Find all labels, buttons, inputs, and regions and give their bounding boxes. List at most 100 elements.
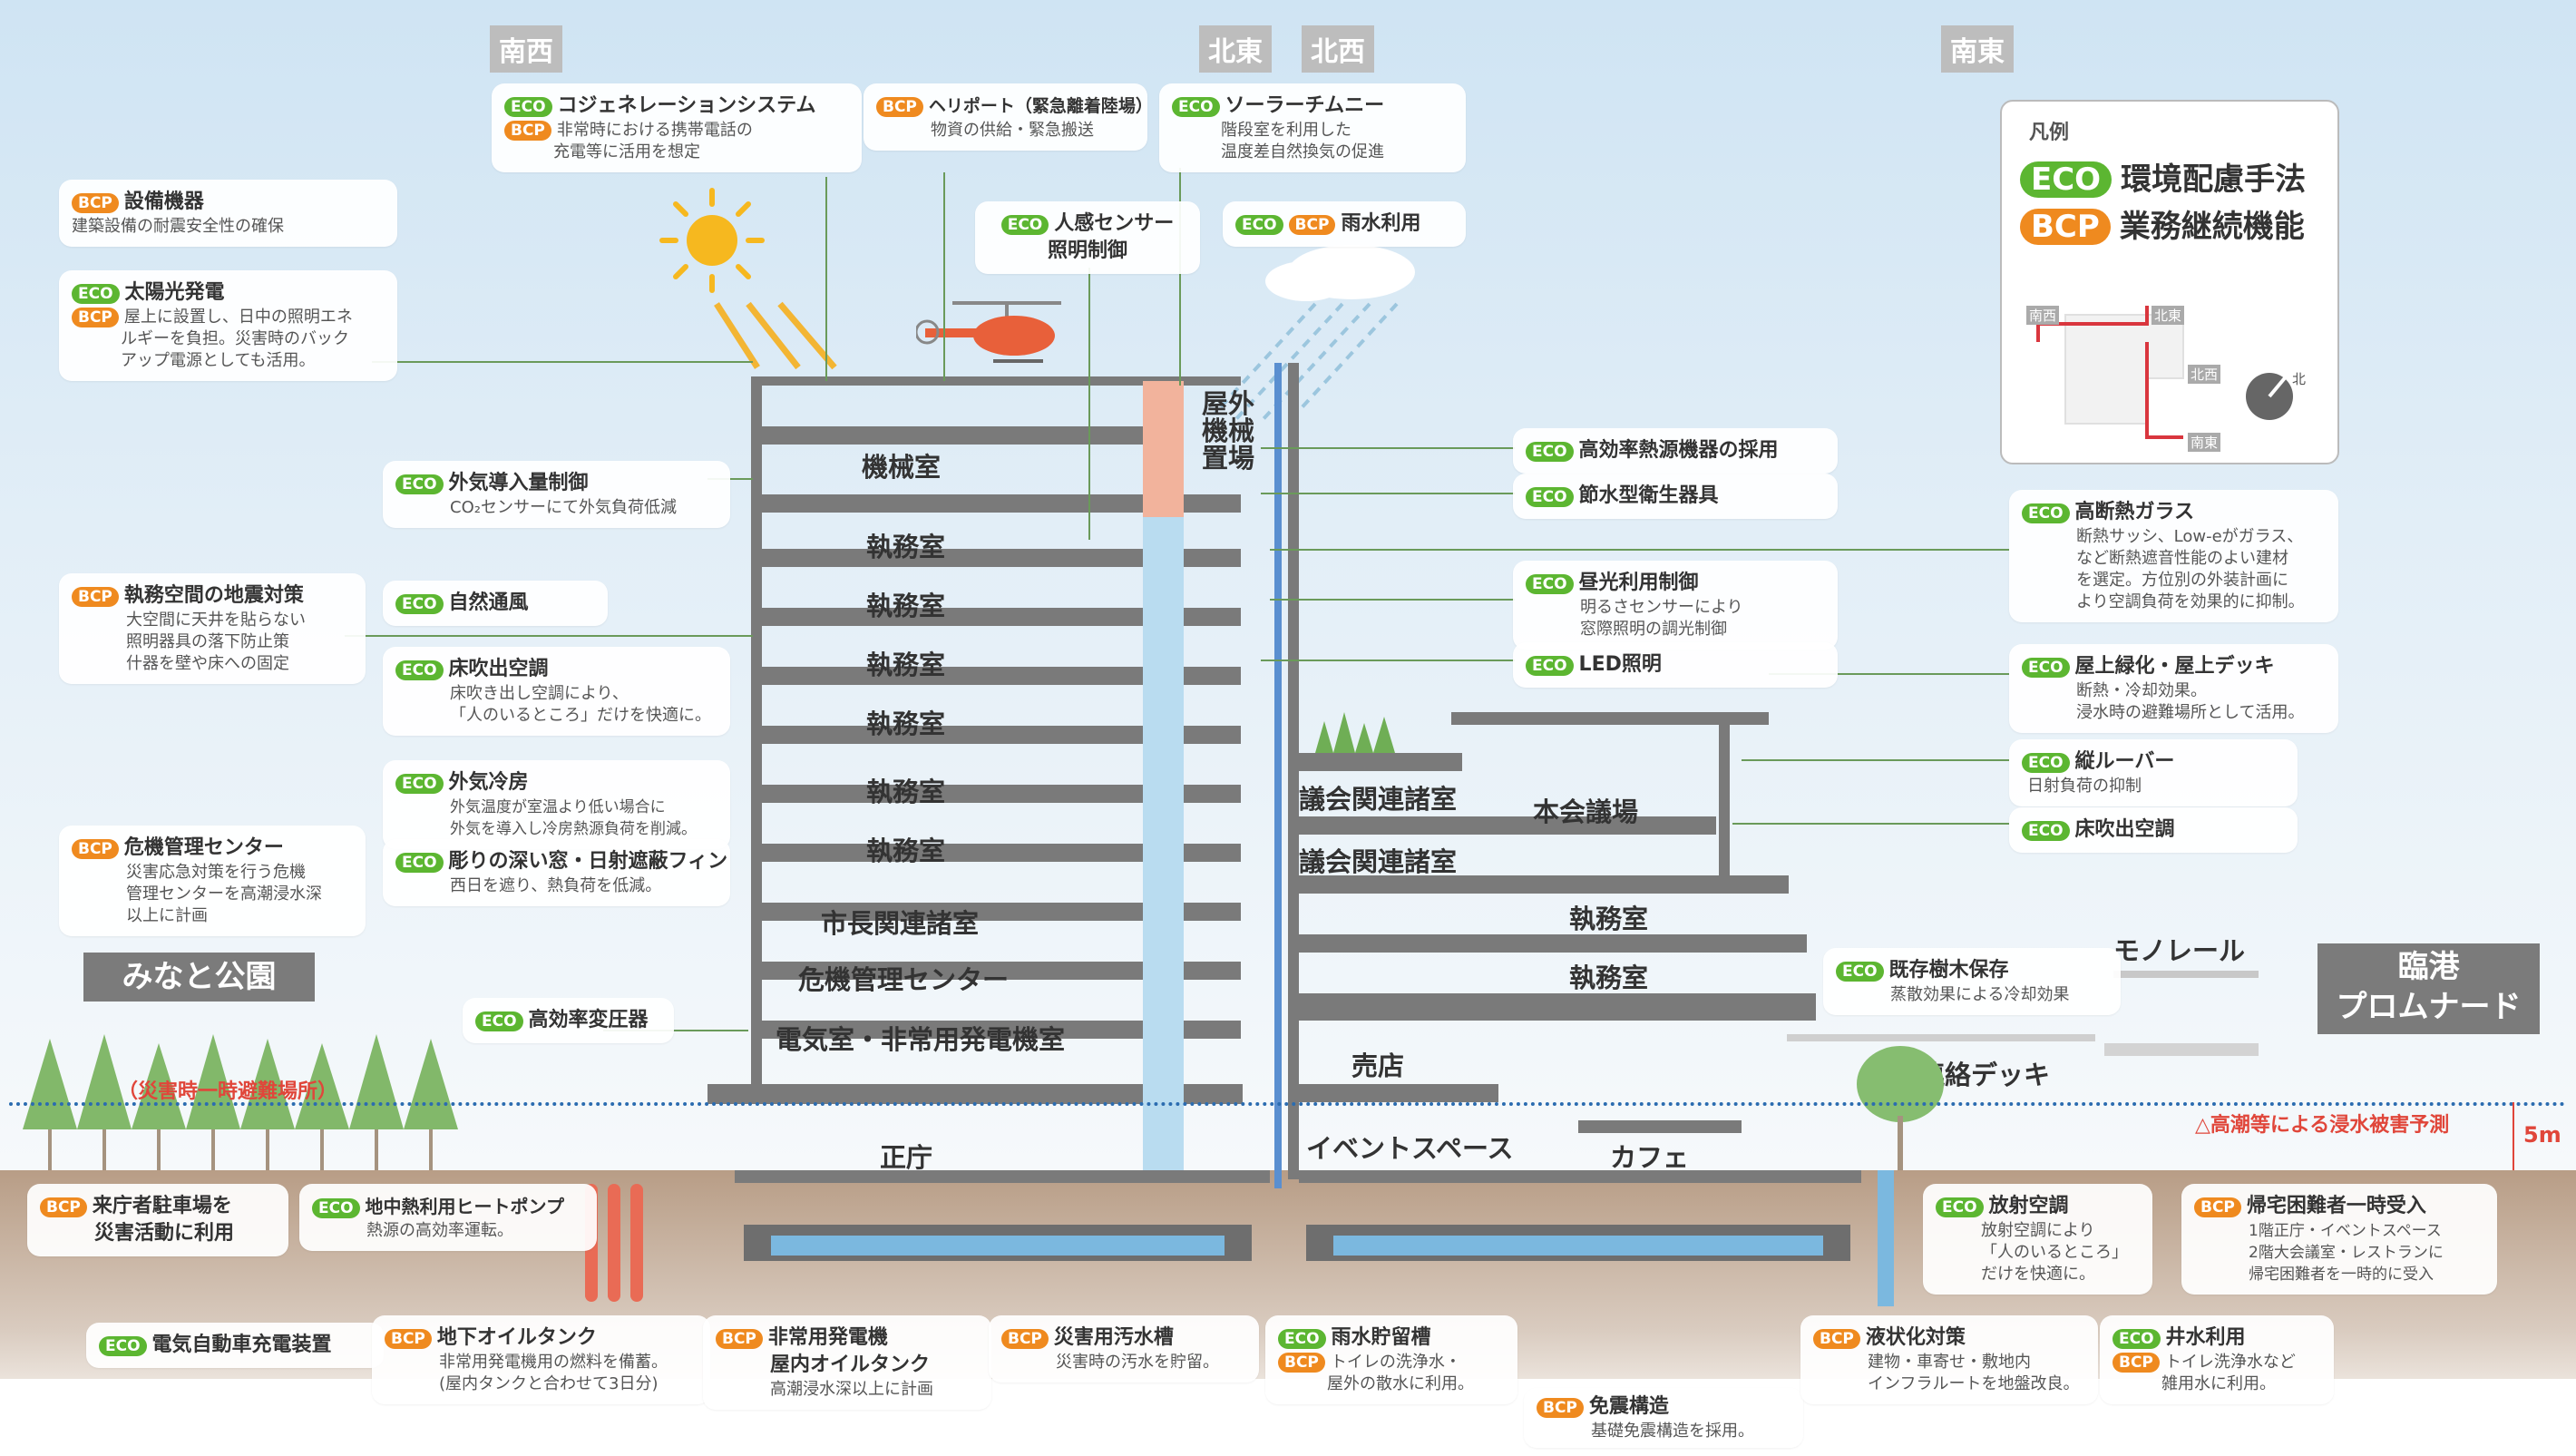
- floor-slab: [751, 1021, 1241, 1039]
- callout-desc: 帰宅困難者を一時的に受入: [2249, 1265, 2434, 1284]
- eco-tag: ECO: [395, 853, 444, 873]
- bcp-tag: BCP: [1537, 1398, 1584, 1418]
- monorail-base: [2104, 1043, 2259, 1056]
- bcp-tag: BCP: [1001, 1329, 1049, 1349]
- room-mayor: 市長関連諸室: [821, 908, 980, 939]
- eco-tag: ECO: [395, 474, 444, 494]
- bcp-tag: BCP: [504, 121, 551, 141]
- callout-desc: トイレの洗浄水・: [1330, 1353, 1461, 1372]
- bcp-tag: BCP: [876, 97, 923, 117]
- floor-slab: [1299, 934, 1807, 953]
- eco-tag: ECO: [504, 97, 552, 117]
- direction-ne-label: 北東: [1199, 25, 1272, 73]
- room-office: 執務室: [866, 777, 946, 807]
- room-assembly: 本会議場: [1533, 796, 1639, 827]
- callout-title: 屋内オイルタンク: [770, 1353, 931, 1376]
- callout-desc: 断熱・冷却効果。: [2076, 681, 2207, 700]
- direction-sw-label: 南西: [490, 25, 562, 73]
- legend-bcp-text: 業務継続機能: [2119, 209, 2305, 245]
- room-office: 執務室: [1569, 904, 1649, 934]
- callout-desc: より空調負荷を効果的に抑制。: [2076, 592, 2305, 611]
- eco-tag: ECO: [1526, 487, 1574, 507]
- floor-slab: [751, 726, 1241, 744]
- callout-desc: 高潮浸水深以上に計画: [770, 1380, 933, 1399]
- room-monorail: モノレール: [2113, 935, 2246, 966]
- room-seicho: 正庁: [880, 1142, 933, 1173]
- callout-desc: 「人のいるところ」: [1981, 1243, 2128, 1262]
- callout-desc: CO₂センサーにて外気負荷低減: [450, 498, 677, 517]
- callout-desc: 蒸散効果による冷却効果: [1890, 985, 2070, 1004]
- callout-title: 帰宅困難者一時受入: [2246, 1195, 2426, 1217]
- deck-beam: [1787, 1034, 2095, 1041]
- callout-desc: 屋外の散水に利用。: [1327, 1374, 1474, 1393]
- floor-slab: [1299, 1170, 1861, 1183]
- callout-desc: 屋上に設置し、日中の照明エネ: [123, 308, 353, 327]
- callout-title: 床吹出空調: [2074, 818, 2175, 841]
- leader-line: [345, 635, 753, 637]
- facade-wall: [1719, 712, 1730, 875]
- place-minato-park: みなと公園: [83, 953, 315, 1002]
- callout-desc: 1階正庁・イベントスペース: [2249, 1222, 2442, 1240]
- room-outdoor-machine-yard: 屋外 機械 置場: [1202, 388, 1255, 474]
- eco-tag: ECO: [1172, 97, 1220, 117]
- floor-slab: [751, 962, 1241, 980]
- eco-tag: ECO: [1526, 656, 1574, 676]
- callout-title: 液状化対策: [1865, 1326, 1966, 1349]
- eco-tag: ECO: [2022, 821, 2070, 841]
- legend-eco-text: 環境配慮手法: [2121, 161, 2307, 198]
- callout-desc: 西日を遮り、熱負荷を低減。: [450, 876, 662, 895]
- floor-slab: [707, 1084, 1243, 1104]
- bcp-tag: BCP: [716, 1329, 763, 1349]
- callout-desc: 外気温度が室温より低い場合に: [450, 798, 666, 816]
- bcp-tag: BCP: [2194, 1197, 2241, 1217]
- callout-title: 彫りの深い窓・日射遮蔽フィン: [448, 850, 728, 873]
- room-shop: 売店: [1351, 1050, 1405, 1081]
- callout-desc: 災害活動に利用: [94, 1222, 235, 1245]
- callout-desc: 災害時の汚水を貯留。: [1056, 1353, 1219, 1372]
- room-cafe: カフェ: [1610, 1142, 1690, 1173]
- leader-line: [603, 1030, 748, 1031]
- sunlight-rays: [714, 301, 837, 370]
- callout-title: 節水型衛生器具: [1578, 484, 1719, 507]
- room-office: 執務室: [866, 650, 946, 680]
- callout-desc: 照明制御: [1047, 239, 1127, 262]
- flood-line: [9, 1102, 2567, 1106]
- callout-desc: 浸水時の避難場所として活用。: [2076, 703, 2305, 722]
- eco-tag: ECO: [475, 1011, 523, 1031]
- callout-desc: 2階大会議室・レストランに: [2249, 1244, 2444, 1262]
- callout-desc: だけを快適に。: [1981, 1265, 2095, 1284]
- legend-title: 凡例: [2029, 122, 2070, 144]
- floor-slab: [1451, 712, 1769, 725]
- callout-title: 災害用汚水槽: [1053, 1326, 1174, 1349]
- roof-slab: [751, 376, 1241, 386]
- leader-line: [1732, 823, 2009, 825]
- callout-desc: 管理センターを高潮浸水深: [126, 884, 322, 904]
- callout-title: 放射空調: [1988, 1195, 2069, 1217]
- floor-slab: [751, 494, 1241, 513]
- callout-desc: 床吹き出し空調により、: [450, 684, 629, 703]
- room-machine: 機械室: [862, 452, 942, 483]
- leader-line: [1270, 599, 1515, 601]
- bcp-tag: BCP: [72, 193, 119, 213]
- eco-tag: ECO: [2022, 753, 2070, 773]
- floor-slab: [751, 426, 1150, 445]
- helicopter-icon: [916, 301, 1061, 363]
- monorail-beam: [2113, 971, 2259, 978]
- callout-desc: など断熱遮音性能のよい建材: [2076, 549, 2288, 568]
- callout-desc: 充電等に活用を想定: [553, 142, 700, 161]
- callout-title: 設備機器: [123, 191, 204, 213]
- leader-line: [1088, 268, 1090, 540]
- callout-desc: 大空間に天井を貼らない: [126, 611, 306, 630]
- sun-icon: [659, 188, 765, 293]
